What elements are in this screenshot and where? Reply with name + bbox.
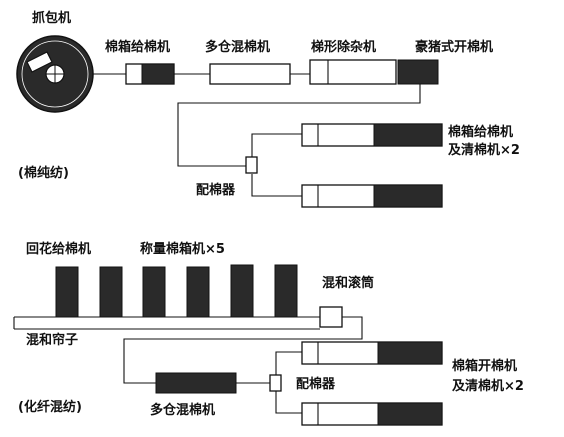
- bale-plucker: [16, 35, 94, 113]
- mixing-drum-label: 混和滚筒: [322, 275, 374, 291]
- blend-scutcher-label-1: 棉箱开棉机: [452, 358, 517, 374]
- hopper-unit: [99, 266, 123, 318]
- cotton-process-label: (棉纯纺): [18, 165, 69, 181]
- blend-multi-mixer: [155, 372, 237, 394]
- cotton-scutcher-1: [301, 123, 443, 147]
- weighing-hoppers-label: 称量棉箱机×5: [140, 241, 225, 257]
- blend-process-label: (化纤混纺): [18, 399, 82, 415]
- step-cleaner: [309, 59, 397, 85]
- hopper-feeder: [125, 63, 175, 85]
- hopper-unit: [274, 264, 298, 318]
- porcupine-opener-label: 豪猪式开棉机: [415, 39, 493, 55]
- cotton-connectors: [93, 73, 421, 197]
- hopper-unit: [142, 266, 166, 318]
- hopper-unit: [55, 266, 79, 318]
- mixing-drum: [319, 306, 343, 328]
- multi-mixer-label: 多仓混棉机: [205, 39, 270, 55]
- blend-distributor: [269, 374, 282, 392]
- mixing-lattice: [13, 316, 320, 330]
- cotton-scutcher-label-1: 棉箱给棉机: [448, 124, 513, 140]
- blend-scutcher-1: [301, 341, 443, 365]
- mixing-lattice-label: 混和帘子: [26, 332, 78, 348]
- blend-scutcher-label-2: 及清棉机×2: [452, 378, 524, 394]
- multi-mixer: [209, 63, 291, 85]
- cotton-distributor-label: 配棉器: [196, 182, 236, 198]
- weighing-hoppers: [55, 264, 298, 318]
- porcupine-opener: [397, 59, 439, 85]
- blend-distributor-label: 配棉器: [296, 376, 336, 392]
- cotton-scutcher-label-2: 及清棉机×2: [448, 142, 520, 158]
- cotton-distributor: [245, 156, 258, 174]
- blend-connectors: [123, 316, 363, 414]
- waste-feeder-label: 回花给棉机: [26, 241, 91, 257]
- blend-multi-mixer-label: 多仓混棉机: [150, 402, 215, 418]
- blend-scutcher-2: [301, 402, 443, 426]
- bale-plucker-label: 抓包机: [32, 10, 71, 26]
- cotton-line: 抓包机 棉箱给棉机 多仓混棉机 梯形除杂机 豪猪式开棉机: [16, 10, 520, 208]
- hopper-unit: [186, 266, 210, 318]
- hopper-feeder-label: 棉箱给棉机: [105, 39, 170, 55]
- blend-line: 回花给棉机 称量棉箱机×5 混和帘子 混和滚筒: [13, 241, 524, 426]
- hopper-unit: [230, 264, 254, 318]
- cotton-scutcher-2: [301, 184, 443, 208]
- step-cleaner-label: 梯形除杂机: [311, 39, 376, 55]
